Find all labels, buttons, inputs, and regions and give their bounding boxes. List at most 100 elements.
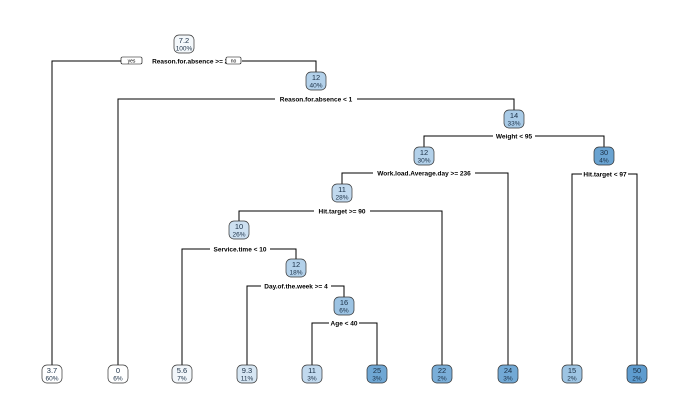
node-box [497,364,519,384]
leaf-node-9: 15 2% [561,364,583,384]
split-label-n15: Hit.target < 97 [583,172,627,179]
node-box [173,34,195,54]
leaf-node-10: 50 2% [626,364,648,384]
node-n113: 12 18% [285,258,307,278]
edge-n14-right [424,172,509,365]
edge-n15-right [604,173,638,365]
node-box [171,364,193,384]
internal-nodes: 7.2 100% 12 40% 14 33% 12 30% 30 4% 11 2… [173,34,615,316]
node-value: 12 [420,148,428,157]
node-value: 11 [338,185,346,194]
edge-n15-left [571,173,604,365]
split-label-n14: Work.load.Average.day >= 236 [377,171,471,178]
node-value: 24 [504,366,512,375]
node-box [236,364,258,384]
node-value: 25 [373,366,381,375]
node-box [305,71,327,91]
node-box [561,364,583,384]
node-value: 16 [340,298,348,307]
node-box [626,364,648,384]
node-box [285,258,307,278]
node-box [41,364,63,384]
node-value: 14 [510,111,518,120]
tree-edges [51,60,638,365]
node-value: 9.3 [242,366,252,375]
node-value: 15 [568,366,576,375]
node-percent: 33% [507,121,520,128]
node-box [431,364,453,384]
branch-tags: yes no [120,56,242,64]
node-value: 22 [438,366,446,375]
leaf-node-8: 24 3% [497,364,519,384]
node-percent: 6% [339,308,349,315]
edge-n7-right [514,135,605,147]
leaf-node-2: 0 6% [107,364,129,384]
edge-n28-right [342,210,443,365]
node-value: 30 [600,148,608,157]
node-percent: 28% [335,195,348,202]
node-value: 7.2 [179,36,189,45]
node-percent: 2% [567,376,577,383]
node-percent: 3% [307,376,317,383]
node-percent: 3% [503,376,513,383]
edge-n56-left [181,248,239,365]
node-n227: 16 6% [333,296,355,316]
leaf-node-5: 11 3% [301,364,323,384]
edge-n28-left [238,210,342,221]
node-percent: 6% [113,376,123,383]
node-percent: 18% [289,270,302,277]
edge-n227-left [311,322,344,365]
node-box [107,364,129,384]
node-value: 0 [116,366,120,375]
node-percent: 60% [45,376,58,383]
node-percent: 100% [176,46,193,53]
split-label-n56: Service.time < 10 [214,247,267,254]
node-value: 50 [633,366,641,375]
node-box [331,183,353,203]
node-percent: 3% [372,376,382,383]
split-label-n28: Hit.target >= 90 [319,209,366,216]
node-n14: 12 30% [413,146,435,166]
leaf-node-1: 3.7 60% [41,364,63,384]
node-n15: 30 4% [593,146,615,166]
node-percent: 30% [417,158,430,165]
split-label-n7: Weight < 95 [496,134,533,141]
split-label-n3: Reason.for.absence < 1 [280,97,353,104]
node-percent: 2% [437,376,447,383]
node-box [503,109,525,129]
split-labels: Reason.for.absence >= 26 Reason.for.abse… [142,57,628,328]
edge-n7-left [423,135,514,147]
node-n1: 7.2 100% [173,34,195,54]
split-label-n113: Day.of.the.week >= 4 [264,284,328,291]
node-n56: 10 26% [228,220,250,240]
node-box [333,296,355,316]
node-n7: 14 33% [503,109,525,129]
no-tag: no [231,58,237,64]
node-box [301,364,323,384]
yes-tag: yes [128,58,136,64]
leaf-node-6: 25 3% [366,364,388,384]
split-label-n1: Reason.for.absence >= 26 [152,59,232,66]
node-percent: 40% [309,83,322,90]
leaf-node-3: 5.6 7% [171,364,193,384]
edge-n3-left [117,98,316,365]
node-percent: 26% [232,232,245,239]
node-box [413,146,435,166]
edge-n227-right [344,322,378,365]
node-percent: 7% [177,376,187,383]
node-percent: 11% [241,376,254,383]
edge-n113-left [246,285,296,365]
node-value: 3.7 [47,366,57,375]
node-value: 12 [292,260,300,269]
leaf-nodes: 3.7 60% 0 6% 5.6 7% 9.3 11% 11 3% 25 3% [41,364,648,384]
edge-n3-right [316,98,515,110]
node-n3: 12 40% [305,71,327,91]
node-value: 5.6 [177,366,187,375]
node-percent: 4% [599,158,609,165]
leaf-node-7: 22 2% [431,364,453,384]
split-label-n227: Age < 40 [331,321,358,328]
node-value: 10 [235,222,243,231]
node-box [593,146,615,166]
node-value: 11 [308,366,316,375]
